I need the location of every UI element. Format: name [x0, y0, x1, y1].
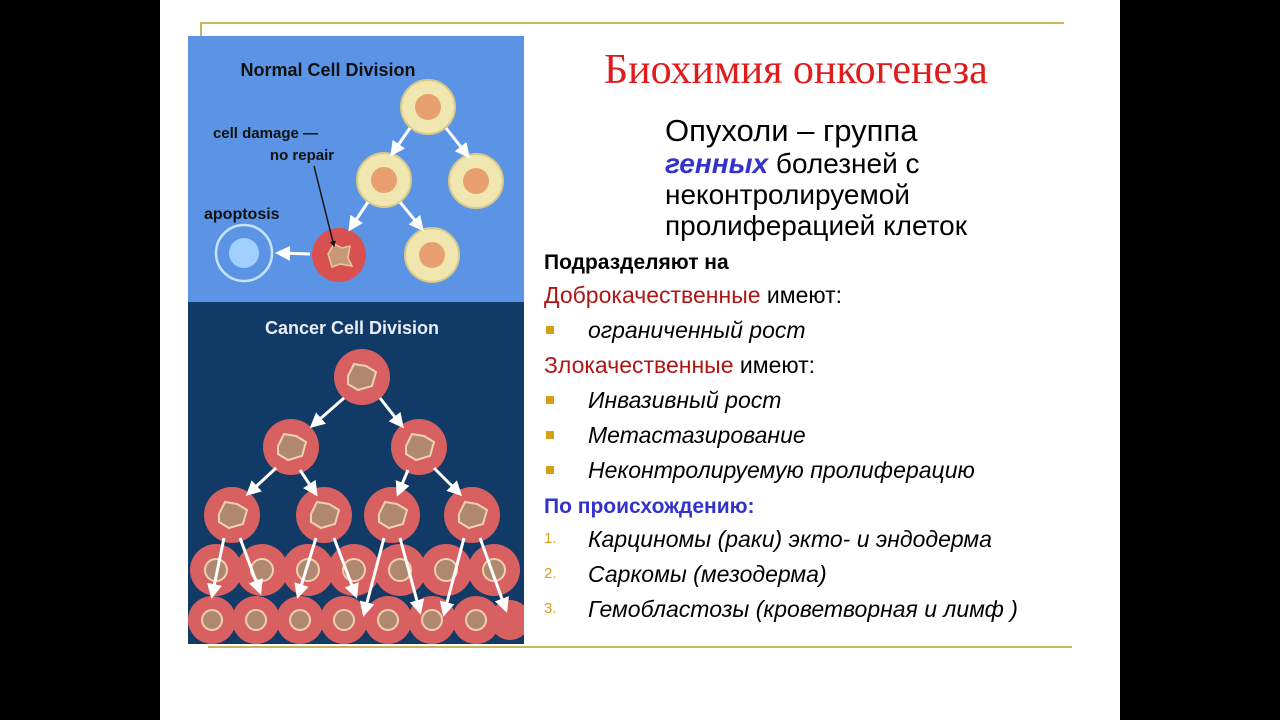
normal-cell: [448, 153, 504, 209]
definition-line-3: неконтролируемой: [665, 179, 910, 210]
cancer-arrows: [207, 396, 509, 617]
classification-list: Подразделяют на Доброкачественные имеют:…: [544, 244, 1114, 627]
normal-cell: [400, 79, 456, 135]
cancer-title: Cancer Cell Division: [265, 318, 439, 338]
list-item: Неконтролируемую пролиферацию: [544, 453, 1114, 488]
benign-suffix: имеют:: [760, 282, 843, 308]
square-bullet-icon: [546, 431, 554, 439]
square-bullet-icon: [546, 466, 554, 474]
malignant-suffix: имеют:: [733, 352, 816, 378]
malignant-heading: Злокачественные имеют:: [544, 348, 1114, 383]
square-bullet-icon: [546, 326, 554, 334]
origin-heading: По происхождению:: [544, 495, 755, 518]
malignant-label: Злокачественные: [544, 352, 734, 378]
corner-rule: [200, 22, 202, 38]
normal-cell: [404, 227, 460, 283]
normal-cell: [356, 152, 412, 208]
list-item: 1.Карциномы (раки) экто- и эндодерма: [544, 522, 1114, 557]
cell-division-illustration: Normal Cell Division: [188, 36, 524, 644]
list-item: Метастазирование: [544, 418, 1114, 453]
subdivide-heading: Подразделяют на: [544, 251, 729, 274]
definition-line-2: генных болезней с: [665, 148, 1085, 179]
benign-label: Доброкачественные: [544, 282, 761, 308]
cell-division-figure: Normal Cell Division: [188, 36, 524, 644]
benign-heading: Доброкачественные имеют:: [544, 278, 1114, 313]
definition-block: Опухоли – группа генных болезней с некон…: [665, 113, 1085, 242]
normal-title: Normal Cell Division: [240, 60, 415, 80]
apoptotic-cell: [214, 223, 274, 283]
damaged-cell: [312, 228, 366, 282]
item-number: 3.: [544, 600, 557, 617]
square-bullet-icon: [546, 396, 554, 404]
list-item: ограниченный рост: [544, 313, 1114, 348]
slide: Normal Cell Division: [160, 0, 1120, 720]
definition-line-2-rest: болезней с: [768, 148, 920, 179]
apoptosis-label: apoptosis: [204, 206, 280, 223]
top-rule: [200, 22, 1064, 24]
definition-line-1: Опухоли – группа: [665, 113, 918, 148]
normal-arrows: [275, 127, 470, 261]
definition-line-4: пролиферацией клеток: [665, 210, 967, 241]
list-item: 3.Гемобластозы (кроветворная и лимф ): [544, 592, 1114, 627]
bottom-rule: [208, 646, 1072, 648]
damage-label-line1: cell damage —: [213, 125, 318, 142]
item-number: 1.: [544, 530, 557, 547]
item-number: 2.: [544, 565, 557, 582]
slide-title: Биохимия онкогенеза: [604, 47, 988, 93]
list-item: 2.Саркомы (мезодерма): [544, 557, 1114, 592]
list-item: Инвазивный рост: [544, 383, 1114, 418]
damage-pointer: [313, 165, 336, 248]
damage-label-line2: no repair: [270, 147, 334, 164]
definition-emphasis: генных: [665, 148, 769, 179]
